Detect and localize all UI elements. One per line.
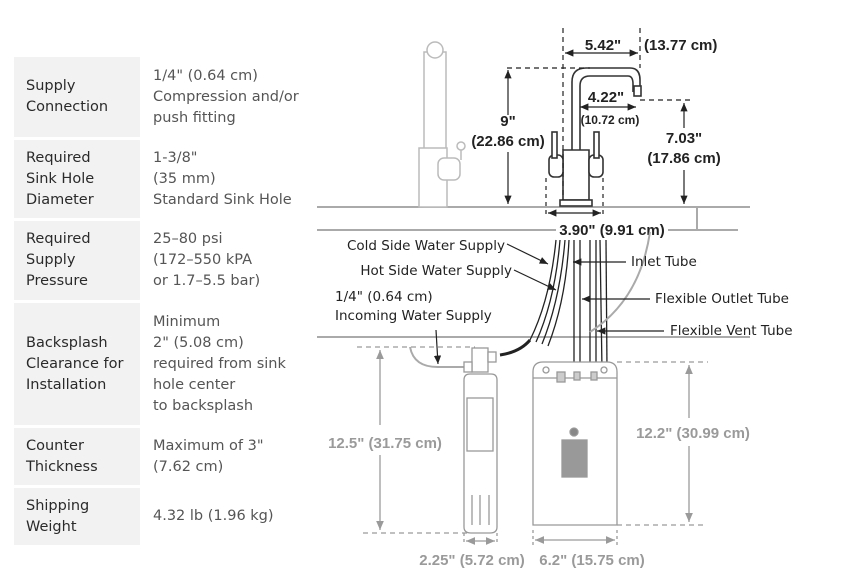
hot-water-tank <box>532 361 618 526</box>
supply-tubes <box>529 239 608 371</box>
spec-row-backsplash: Backsplash Clearance for Installation Mi… <box>14 303 314 425</box>
spec-row-supply-pressure: Required Supply Pressure 25–80 psi (172–… <box>14 221 314 300</box>
background-faucet <box>418 41 466 208</box>
dim-spout-width-in: 5.42" <box>585 37 621 54</box>
spec-row-shipping-weight: Shipping Weight 4.32 lb (1.96 kg) <box>14 488 314 545</box>
dim-tank-height: 12.2" (30.99 cm) <box>636 425 750 442</box>
callout-lines <box>433 243 664 365</box>
spec-label: Counter Thickness <box>14 428 140 485</box>
dim-tank-width: 6.2" (15.75 cm) <box>539 552 645 569</box>
spec-label: Backsplash Clearance for Installation <box>14 303 140 425</box>
spec-row-counter-thickness: Counter Thickness Maximum of 3" (7.62 cm… <box>14 428 314 485</box>
spec-value: Maximum of 3" (7.62 cm) <box>153 437 264 475</box>
dim-spout-height-in: 7.03" <box>666 130 702 147</box>
spec-value: 4.32 lb (1.96 kg) <box>153 508 274 524</box>
under-sink-dimension-lines <box>357 346 708 545</box>
brand-logo-icon <box>569 427 579 437</box>
spec-value: 1/4" (0.64 cm) Compression and/or push f… <box>153 67 299 126</box>
callout-incoming-size: 1/4" (0.64 cm) <box>335 289 433 305</box>
filter-outlet-tube <box>499 339 532 357</box>
water-filter <box>463 347 498 534</box>
callout-outlet-tube: Flexible Outlet Tube <box>655 291 789 307</box>
dim-height-cm: (22.86 cm) <box>471 133 544 150</box>
dim-height-in: 9" <box>500 113 515 130</box>
dim-filter-width: 2.25" (5.72 cm) <box>419 552 525 569</box>
spec-label: Required Sink Hole Diameter <box>14 140 140 218</box>
callout-hot-supply: Hot Side Water Supply <box>360 263 512 279</box>
spec-label: Supply Connection <box>14 57 140 137</box>
dim-spout-height-cm: (17.86 cm) <box>647 150 720 167</box>
dim-spout-width-cm: (13.77 cm) <box>644 37 717 54</box>
dim-filter-height: 12.5" (31.75 cm) <box>328 435 442 452</box>
spec-value: 25–80 psi (172–550 kPA or 1.7–5.5 bar) <box>153 231 261 289</box>
dim-reach-cm: (10.72 cm) <box>581 113 640 127</box>
vent-tube <box>589 231 651 333</box>
spec-value: 1-3/8" (35 mm) Standard Sink Hole <box>153 149 292 208</box>
dim-reach-in: 4.22" <box>588 89 624 106</box>
callout-inlet-tube: Inlet Tube <box>631 254 697 270</box>
callout-cold-supply: Cold Side Water Supply <box>347 238 505 254</box>
spec-row-sink-hole: Required Sink Hole Diameter 1-3/8" (35 m… <box>14 140 314 218</box>
callout-incoming-supply: Incoming Water Supply <box>335 308 492 324</box>
spec-value: Minimum 2" (5.08 cm) required from sink … <box>153 313 286 414</box>
spec-row-supply-connection: Supply Connection 1/4" (0.64 cm) Compres… <box>14 57 314 137</box>
incoming-supply-tube <box>409 346 465 369</box>
callout-vent-tube: Flexible Vent Tube <box>670 323 793 339</box>
spec-label: Required Supply Pressure <box>14 221 140 300</box>
dim-base-width: 3.90" (9.91 cm) <box>559 222 665 239</box>
countertop <box>317 206 750 338</box>
spec-label: Shipping Weight <box>14 488 140 545</box>
faucet-dimension-lines <box>504 28 693 218</box>
